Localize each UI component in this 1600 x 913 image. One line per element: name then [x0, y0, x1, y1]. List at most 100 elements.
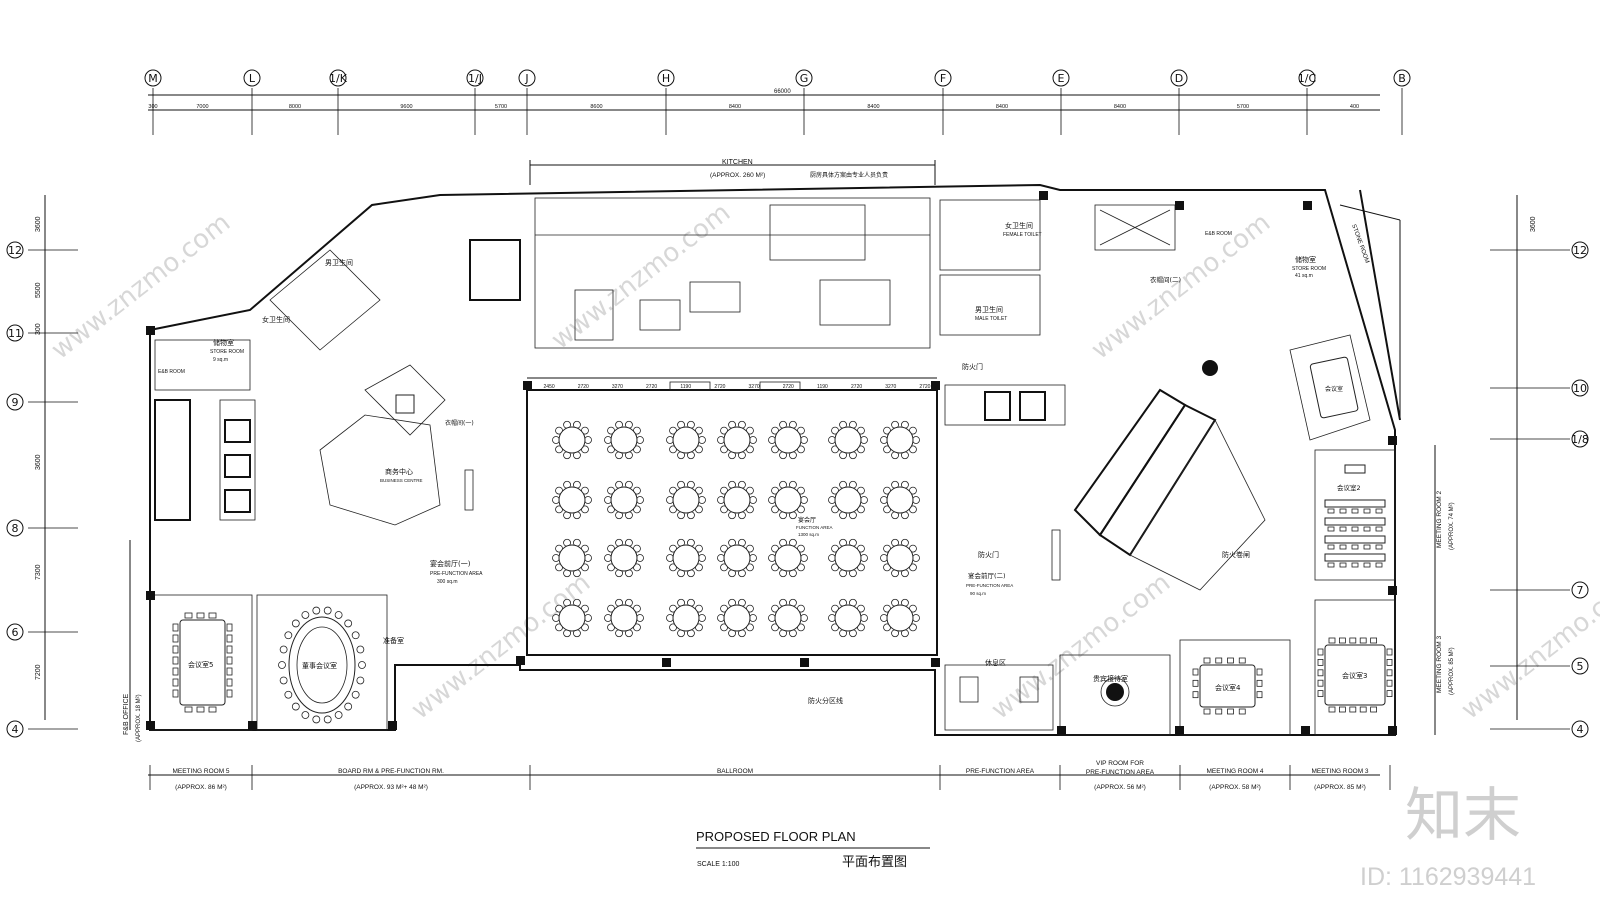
grid-bubble	[6, 623, 24, 641]
chair	[279, 676, 288, 685]
round-table	[604, 598, 644, 638]
column	[1388, 436, 1397, 445]
space-label: VIP ROOM FOR	[1096, 760, 1144, 767]
chair	[344, 619, 353, 628]
chair	[1370, 637, 1377, 644]
chair	[1375, 526, 1383, 532]
chair	[351, 631, 360, 640]
chair	[172, 623, 179, 632]
chair	[226, 656, 233, 665]
chair	[1328, 706, 1336, 713]
chair	[172, 678, 179, 687]
prefunction-area-1: 宴会前厅(一) PRE-FUNCTION AREA 300 sq.m 准备室	[383, 559, 483, 645]
meeting-room-2-cn: 会议室2	[1337, 483, 1361, 492]
round-table	[604, 420, 644, 460]
grid-bubble	[1571, 379, 1589, 397]
desk-row	[1324, 499, 1386, 508]
meeting-rooms-chairs	[1192, 637, 1393, 715]
male-toilet-label-cn: 男卫生间	[975, 305, 1003, 314]
chair	[1375, 544, 1383, 550]
column	[248, 721, 257, 730]
chair	[172, 634, 179, 643]
chair	[172, 667, 179, 676]
chair	[1215, 657, 1223, 664]
grid-bubble	[1393, 69, 1411, 87]
grid-bubble	[934, 69, 952, 87]
grid-bubble	[1571, 241, 1589, 259]
store-right-cn: 储物室	[1295, 255, 1316, 264]
title-block: PROPOSED FLOOR PLAN SCALE 1:100 平面布置图	[696, 829, 930, 870]
prefunction1-cn: 宴会前厅(一)	[430, 559, 471, 568]
prefunction2-area: 90 sq.m	[970, 591, 986, 596]
grid-bubble	[6, 720, 24, 738]
round-table	[880, 420, 920, 460]
column	[1388, 586, 1397, 595]
round-table	[552, 420, 592, 460]
meeting-room-1-cn: 会议室	[1325, 385, 1343, 393]
right-wing-rooms: 储物室 STORE ROOM 41 sq.m 衣帽间(二) E&B ROOM S…	[944, 224, 1396, 736]
left-dim-7300: 7300	[35, 564, 42, 580]
round-table	[768, 598, 808, 638]
fire-door-top-cn: 防火门	[962, 362, 983, 371]
board-room: 董事会议室	[256, 594, 388, 731]
chair	[312, 715, 321, 724]
fb-office-label: F&B OFFICE	[123, 693, 130, 735]
round-table	[828, 480, 868, 520]
eb-room-right-label: E&B ROOM	[1205, 231, 1232, 237]
round-table	[666, 420, 706, 460]
chair	[1351, 562, 1359, 568]
chair	[1386, 648, 1393, 656]
prefunction2-cn: 宴会前厅(二)	[968, 571, 1006, 580]
column	[388, 721, 397, 730]
grid-column-label: F	[940, 72, 946, 85]
round-table	[666, 480, 706, 520]
grid-row-label: 9	[12, 396, 19, 409]
chair	[1256, 679, 1263, 687]
round-table	[828, 420, 868, 460]
column	[146, 591, 155, 600]
chair	[1256, 691, 1263, 699]
grid-bubble	[6, 324, 24, 342]
grid-column-label: L	[249, 72, 256, 85]
escalators: 防火卷闸	[1073, 360, 1266, 591]
grid-bubble	[6, 519, 24, 537]
kitchen-note: 厨房具体方案由专业人员负责	[810, 171, 888, 179]
ballroom-dimension: 3270	[885, 384, 896, 390]
chair	[1317, 690, 1324, 697]
space-label: PRE-FUNCTION AREA	[966, 768, 1035, 775]
store-label: STORE ROOM	[210, 349, 244, 355]
chair	[351, 690, 360, 699]
space-label: MEETING ROOM 5	[172, 768, 229, 775]
chair	[1327, 562, 1335, 568]
chair	[1203, 657, 1211, 664]
column	[931, 658, 940, 667]
rest-area-cn: 休息区	[985, 658, 1006, 667]
ballroom-area: 1300 sq.m	[798, 532, 819, 537]
left-male-toilet-cn: 男卫生间	[325, 258, 353, 267]
meeting-room-5-cn: 会议室5	[188, 660, 213, 669]
chair	[1363, 562, 1371, 568]
grid-bubble	[795, 69, 813, 87]
ballroom: 宴会厅 FUNCTION AREA 1300 sq.m	[526, 377, 938, 656]
grid-bubble	[144, 69, 162, 87]
grid-column-label: E	[1058, 72, 1065, 85]
grid-column-label: G	[800, 72, 809, 85]
round-table	[666, 598, 706, 638]
grid-row-label: 11	[8, 327, 22, 340]
grid-column-label: 1/C	[1298, 72, 1317, 85]
fb-office-area: (APPROX. 18 M²)	[136, 694, 142, 742]
round-table	[828, 538, 868, 578]
ballroom-dimension: 1190	[817, 384, 828, 390]
grid-dimension: 5700	[1237, 104, 1249, 110]
chair	[184, 612, 193, 619]
ballroom-dimension: 2720	[714, 384, 725, 390]
ballroom-cn: 宴会厅	[798, 516, 816, 524]
grid-dimension: 8000	[289, 104, 301, 110]
chair	[1192, 668, 1199, 676]
grid-dimension: 400	[1350, 104, 1359, 110]
ballroom-dimension: 2720	[578, 384, 589, 390]
chair	[1227, 708, 1234, 715]
chair	[284, 631, 293, 640]
